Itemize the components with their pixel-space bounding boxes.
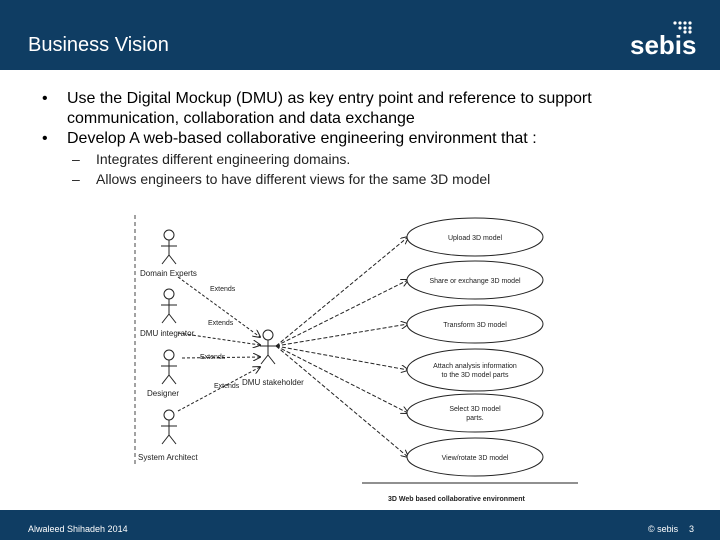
use-case-diagram: Domain Experts DMU integrator Designer S… <box>134 215 578 503</box>
sub-bullet-item: –Integrates different engineering domain… <box>72 151 351 167</box>
association-line <box>275 345 408 457</box>
bullet-item: •Develop A web-based collaborative engin… <box>42 130 537 147</box>
use-case-ellipse <box>406 217 544 257</box>
actor-domain-experts-icon <box>160 229 178 265</box>
extends-label: Extends <box>210 286 236 293</box>
page-number: 3 <box>689 524 695 534</box>
sub-bullet-text: Integrates different engineering domains… <box>96 151 351 167</box>
logo-dots-icon <box>673 21 692 34</box>
extends-label: Extends <box>200 354 226 361</box>
use-case-label: Upload 3D model <box>448 235 503 242</box>
extends-arrow <box>177 332 260 345</box>
actor-dmu-integrator-icon <box>160 288 178 324</box>
actor-dmu-stakeholder-icon <box>259 329 277 365</box>
actor-designer-icon <box>160 349 178 385</box>
footer-bar: Alwaleed Shihadeh 2014 © sebis 3 <box>0 510 720 540</box>
header-bar: Business Vision sebis <box>0 0 720 70</box>
association-line <box>275 237 408 347</box>
use-case-ellipse <box>406 260 544 300</box>
bullet-item: •Use the Digital Mockup (DMU) as key ent… <box>42 90 592 127</box>
association-line <box>275 324 408 347</box>
slide-title: Business Vision <box>28 34 169 56</box>
bullet-text: Develop A web-based collaborative engine… <box>67 130 537 147</box>
extends-arrow <box>177 276 260 337</box>
system-label: 3D Web based collaborative environment <box>388 496 525 503</box>
association-line <box>275 345 408 370</box>
use-case-label: to the 3D model parts <box>442 372 509 379</box>
actor-label: DMU integrator <box>140 329 195 338</box>
use-case-label: Share or exchange 3D model <box>429 278 520 285</box>
actor-system-architect-icon <box>160 409 178 445</box>
actor-label: Domain Experts <box>140 269 197 278</box>
use-case-ellipse <box>406 437 544 477</box>
bullet-list: •Use the Digital Mockup (DMU) as key ent… <box>42 89 702 189</box>
use-case-ellipse <box>406 348 544 392</box>
central-actor-label: DMU stakeholder <box>242 378 304 387</box>
actor-label: Designer <box>147 389 179 398</box>
actor-label: System Architect <box>138 453 198 462</box>
association-line <box>275 280 408 347</box>
extends-label: Extends <box>214 383 240 390</box>
use-case-label: Attach analysis information <box>433 363 517 370</box>
use-case-label: parts. <box>466 415 484 422</box>
use-case-label: Select 3D model <box>449 406 501 413</box>
use-case-label: Transform 3D model <box>443 322 507 329</box>
use-case-ellipse <box>406 304 544 344</box>
sub-bullet-item: –Allows engineers to have different view… <box>72 171 491 187</box>
extends-arrow <box>181 357 260 358</box>
sebis-logo: sebis <box>630 30 697 60</box>
extends-label: Extends <box>208 320 234 327</box>
extends-arrow <box>177 367 260 412</box>
use-case-label: View/rotate 3D model <box>442 455 509 462</box>
sub-bullet-text: Allows engineers to have different views… <box>96 171 491 187</box>
association-line <box>275 345 408 413</box>
bullet-text: Use the Digital Mockup (DMU) as key entr… <box>67 90 592 127</box>
use-case-ellipse <box>406 393 544 433</box>
footer-copyright: © sebis <box>648 524 679 534</box>
footer-author: Alwaleed Shihadeh 2014 <box>28 524 128 534</box>
